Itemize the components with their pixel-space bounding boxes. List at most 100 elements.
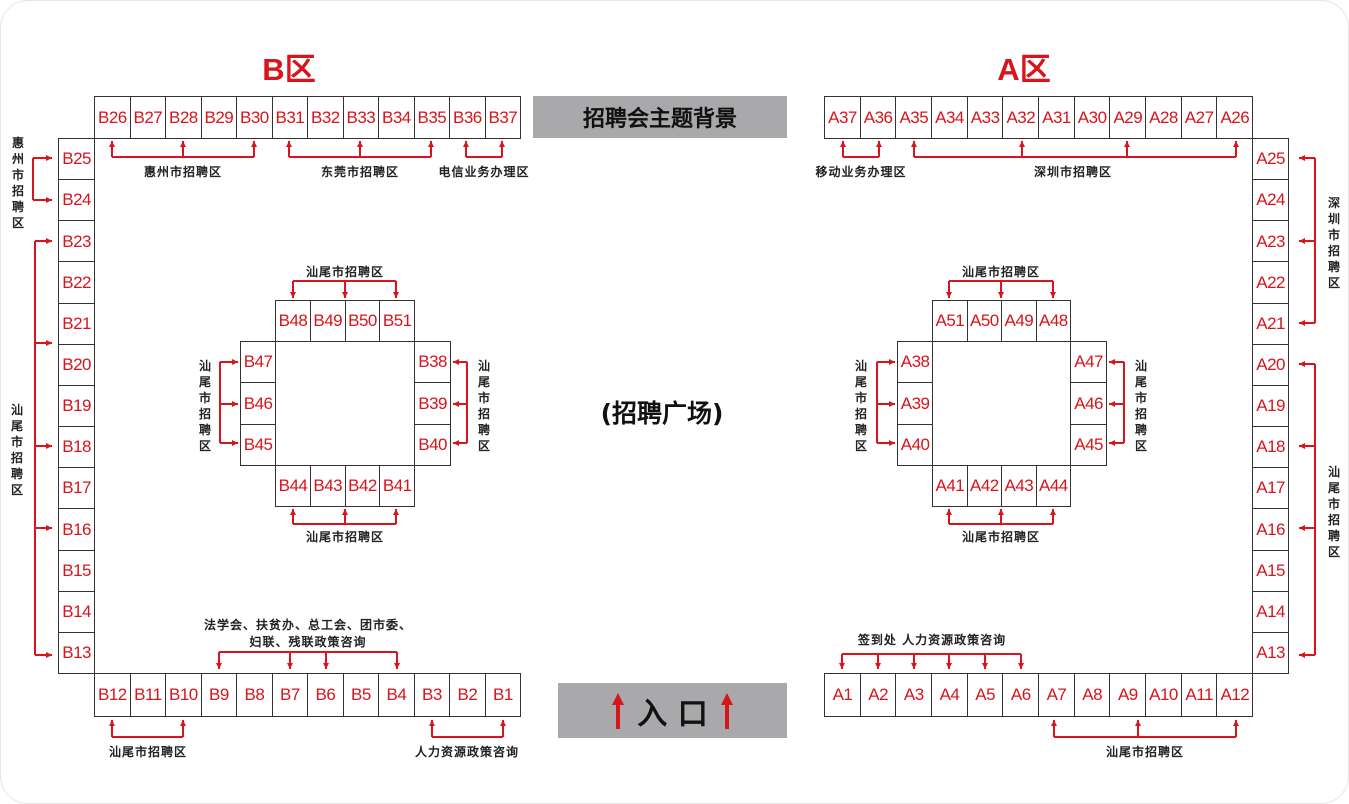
booth-b21[interactable]: B21	[58, 302, 96, 346]
booth-b43[interactable]: B43	[309, 465, 346, 508]
booth-a5[interactable]: A5	[966, 673, 1004, 718]
booth-a8[interactable]: A8	[1073, 673, 1111, 718]
booth-a30[interactable]: A30	[1073, 96, 1111, 140]
booth-b35[interactable]: B35	[413, 96, 451, 140]
booth-a41[interactable]: A41	[932, 465, 968, 508]
booth-b4[interactable]: B4	[378, 673, 415, 718]
booth-a2[interactable]: A2	[859, 673, 897, 718]
booth-a36[interactable]: A36	[859, 96, 897, 140]
booth-b23[interactable]: B23	[58, 220, 96, 263]
booth-a23[interactable]: A23	[1252, 220, 1290, 263]
booth-a34[interactable]: A34	[931, 96, 968, 140]
booth-b41[interactable]: B41	[379, 465, 416, 508]
booth-a40[interactable]: A40	[897, 423, 934, 467]
booth-b40[interactable]: B40	[414, 423, 452, 467]
booth-b19[interactable]: B19	[58, 384, 96, 428]
booth-a43[interactable]: A43	[1001, 465, 1037, 508]
booth-b25[interactable]: B25	[58, 138, 96, 181]
booth-b20[interactable]: B20	[58, 343, 96, 387]
booth-a39[interactable]: A39	[897, 382, 934, 425]
booth-a47[interactable]: A47	[1070, 341, 1108, 384]
booth-b24[interactable]: B24	[58, 179, 96, 222]
booth-a6[interactable]: A6	[1002, 673, 1040, 718]
booth-b48[interactable]: B48	[275, 300, 312, 343]
booth-b42[interactable]: B42	[344, 465, 381, 508]
booth-b50[interactable]: B50	[344, 300, 381, 343]
booth-b13[interactable]: B13	[58, 631, 96, 675]
booth-a42[interactable]: A42	[966, 465, 1003, 508]
booth-a29[interactable]: A29	[1109, 96, 1147, 140]
booth-b2[interactable]: B2	[449, 673, 486, 718]
booth-b31[interactable]: B31	[271, 96, 309, 140]
booth-a18[interactable]: A18	[1252, 426, 1290, 469]
booth-a9[interactable]: A9	[1109, 673, 1147, 718]
booth-a13[interactable]: A13	[1252, 631, 1290, 675]
booth-a24[interactable]: A24	[1252, 179, 1290, 222]
booth-a31[interactable]: A31	[1038, 96, 1075, 140]
booth-b15[interactable]: B15	[58, 549, 96, 592]
booth-a4[interactable]: A4	[931, 673, 968, 718]
booth-a38[interactable]: A38	[897, 341, 934, 384]
booth-a12[interactable]: A12	[1216, 673, 1254, 718]
booth-a44[interactable]: A44	[1035, 465, 1072, 508]
booth-b17[interactable]: B17	[58, 467, 96, 510]
booth-a35[interactable]: A35	[895, 96, 933, 140]
booth-a15[interactable]: A15	[1252, 549, 1290, 592]
booth-a27[interactable]: A27	[1180, 96, 1218, 140]
booth-a37[interactable]: A37	[824, 96, 861, 140]
booth-a22[interactable]: A22	[1252, 261, 1290, 304]
booth-b3[interactable]: B3	[413, 673, 451, 718]
booth-a50[interactable]: A50	[966, 300, 1003, 343]
booth-a20[interactable]: A20	[1252, 343, 1290, 387]
booth-b47[interactable]: B47	[240, 341, 277, 384]
booth-a33[interactable]: A33	[966, 96, 1004, 140]
booth-a26[interactable]: A26	[1216, 96, 1254, 140]
booth-b39[interactable]: B39	[414, 382, 452, 425]
booth-b12[interactable]: B12	[94, 673, 131, 718]
booth-b10[interactable]: B10	[165, 673, 202, 718]
booth-a3[interactable]: A3	[895, 673, 933, 718]
booth-a25[interactable]: A25	[1252, 138, 1290, 181]
booth-b27[interactable]: B27	[129, 96, 167, 140]
booth-a46[interactable]: A46	[1070, 382, 1108, 425]
booth-b46[interactable]: B46	[240, 382, 277, 425]
booth-b45[interactable]: B45	[240, 423, 277, 467]
booth-b16[interactable]: B16	[58, 508, 96, 551]
booth-a21[interactable]: A21	[1252, 302, 1290, 346]
booth-a17[interactable]: A17	[1252, 467, 1290, 510]
booth-a7[interactable]: A7	[1038, 673, 1075, 718]
booth-b36[interactable]: B36	[449, 96, 486, 140]
booth-b6[interactable]: B6	[307, 673, 344, 718]
booth-b11[interactable]: B11	[129, 673, 167, 718]
booth-b37[interactable]: B37	[484, 96, 522, 140]
booth-b29[interactable]: B29	[200, 96, 238, 140]
booth-b26[interactable]: B26	[94, 96, 131, 140]
booth-b49[interactable]: B49	[309, 300, 346, 343]
booth-b18[interactable]: B18	[58, 426, 96, 469]
booth-a32[interactable]: A32	[1002, 96, 1040, 140]
booth-b7[interactable]: B7	[271, 673, 309, 718]
booth-b5[interactable]: B5	[342, 673, 380, 718]
booth-a45[interactable]: A45	[1070, 423, 1108, 467]
booth-b9[interactable]: B9	[200, 673, 238, 718]
booth-b22[interactable]: B22	[58, 261, 96, 304]
booth-a28[interactable]: A28	[1145, 96, 1182, 140]
booth-b51[interactable]: B51	[379, 300, 416, 343]
booth-b33[interactable]: B33	[342, 96, 380, 140]
booth-b1[interactable]: B1	[484, 673, 522, 718]
booth-b28[interactable]: B28	[165, 96, 202, 140]
booth-b38[interactable]: B38	[414, 341, 452, 384]
booth-a14[interactable]: A14	[1252, 590, 1290, 634]
booth-a19[interactable]: A19	[1252, 384, 1290, 428]
booth-a49[interactable]: A49	[1001, 300, 1037, 343]
booth-a10[interactable]: A10	[1145, 673, 1182, 718]
booth-a11[interactable]: A11	[1180, 673, 1218, 718]
booth-b32[interactable]: B32	[307, 96, 344, 140]
booth-a16[interactable]: A16	[1252, 508, 1290, 551]
booth-a1[interactable]: A1	[824, 673, 861, 718]
booth-b44[interactable]: B44	[275, 465, 312, 508]
booth-b8[interactable]: B8	[236, 673, 273, 718]
booth-a51[interactable]: A51	[932, 300, 968, 343]
booth-a48[interactable]: A48	[1035, 300, 1072, 343]
booth-b34[interactable]: B34	[378, 96, 415, 140]
